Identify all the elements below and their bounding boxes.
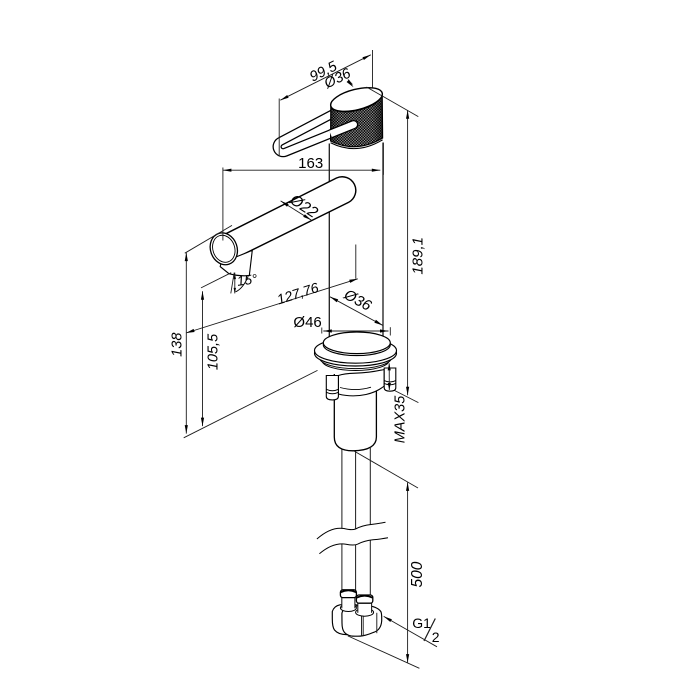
svg-text:189,1: 189,1 (410, 237, 427, 275)
svg-text:MAX35: MAX35 (393, 395, 409, 443)
svg-text:105,5: 105,5 (206, 333, 222, 370)
svg-text:138: 138 (170, 333, 186, 357)
svg-text:2: 2 (432, 629, 440, 645)
svg-text:G1: G1 (412, 615, 431, 631)
svg-text:500: 500 (409, 561, 426, 587)
svg-text:163: 163 (298, 155, 323, 172)
svg-text:Ø46: Ø46 (293, 314, 321, 331)
svg-text:15°: 15° (236, 271, 259, 289)
